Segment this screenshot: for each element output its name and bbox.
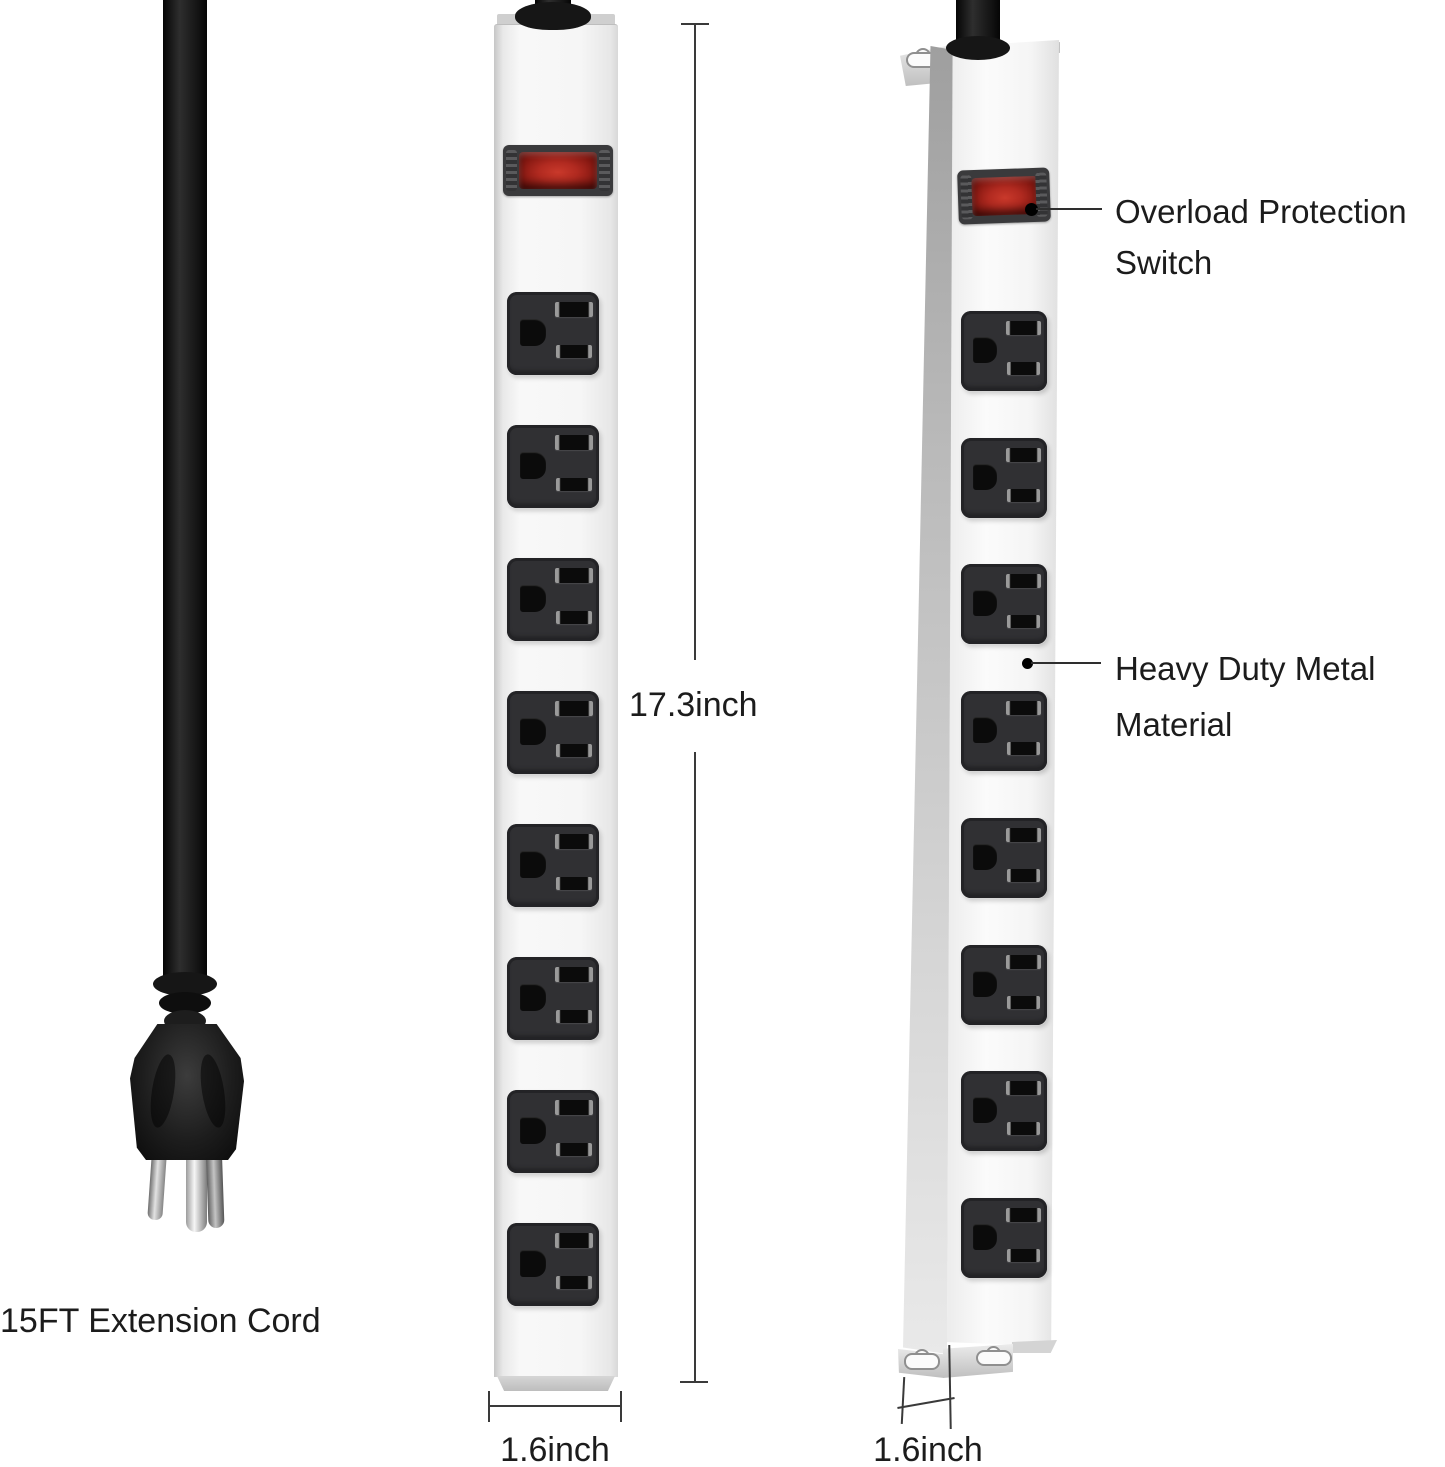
power-switch	[957, 167, 1051, 225]
neutral-slot	[1005, 447, 1041, 462]
dimension-cap-bottom	[680, 1381, 708, 1383]
power-outlet	[961, 438, 1047, 518]
hot-slot	[555, 478, 592, 492]
nema-plug	[130, 1024, 244, 1160]
neutral-slot	[554, 833, 593, 849]
ground-pin-hole	[973, 971, 998, 997]
power-outlet	[507, 824, 599, 907]
power-outlet	[961, 311, 1047, 391]
power-outlet	[507, 425, 599, 508]
ground-pin-hole	[973, 1097, 998, 1123]
hot-slot	[1006, 1122, 1041, 1135]
cord-length-label: 15FT Extension Cord	[0, 1302, 321, 1340]
neutral-slot	[554, 301, 593, 317]
ground-pin-hole	[519, 851, 546, 878]
neutral-slot	[1005, 1080, 1041, 1095]
neutral-slot	[1005, 700, 1041, 715]
strip-bottom-face	[497, 1376, 615, 1391]
width-front-label: 1.6inch	[500, 1431, 610, 1467]
keyhole-slot	[904, 1353, 940, 1370]
power-outlet	[507, 1090, 599, 1173]
callout-line	[1031, 662, 1101, 664]
hot-slot	[555, 345, 592, 359]
ground-pin-hole	[519, 718, 546, 745]
neutral-slot	[1005, 573, 1041, 588]
hot-slot	[1006, 1249, 1041, 1262]
material-callout-text: Heavy Duty Metal Material	[1115, 641, 1375, 753]
power-outlet	[507, 558, 599, 641]
ground-pin-hole	[519, 984, 546, 1011]
dimension-line-lower	[694, 752, 696, 1382]
keyhole-slot	[976, 1350, 1012, 1366]
ground-pin-hole	[519, 452, 546, 479]
neutral-slot	[554, 434, 593, 450]
ground-pin-hole	[973, 1224, 998, 1250]
power-outlet	[961, 564, 1047, 644]
hot-slot	[1006, 615, 1041, 628]
ground-pin-hole	[973, 590, 998, 616]
extension-line-left	[900, 1376, 906, 1425]
ground-pin-hole	[519, 1117, 546, 1144]
power-outlet	[961, 1071, 1047, 1151]
power-switch	[503, 145, 613, 196]
extension-cord	[163, 0, 207, 978]
ground-pin-hole	[973, 464, 998, 490]
hot-slot	[555, 744, 592, 758]
cord-boot	[946, 36, 1010, 60]
hot-slot	[555, 1143, 592, 1157]
callout-dot	[1025, 203, 1038, 216]
overload-callout-text: Overload Protection Switch	[1115, 186, 1407, 288]
switch-rocker-red	[519, 152, 597, 189]
hot-slot	[555, 1276, 592, 1290]
callout-dot	[1022, 658, 1033, 669]
hot-slot	[555, 877, 592, 891]
ground-pin-hole	[519, 319, 546, 346]
cord-boot	[515, 2, 591, 30]
neutral-slot	[554, 1232, 593, 1248]
ground-pin-hole	[519, 585, 546, 612]
cord-strain-relief-rib	[159, 992, 211, 1014]
dimension-cap-top	[681, 23, 709, 25]
hot-slot	[1006, 742, 1041, 755]
dimension-line-upper	[694, 25, 696, 660]
hot-slot	[1006, 362, 1041, 375]
hot-slot	[1006, 869, 1041, 882]
power-outlet	[507, 1223, 599, 1306]
neutral-slot	[1005, 320, 1041, 335]
power-outlet	[507, 957, 599, 1040]
neutral-slot	[554, 567, 593, 583]
dimension-line	[489, 1405, 622, 1407]
power-outlet	[507, 292, 599, 375]
hot-slot	[555, 1010, 592, 1024]
neutral-slot	[1005, 954, 1041, 969]
neutral-slot	[1005, 1207, 1041, 1222]
callout-line	[1036, 208, 1102, 210]
hot-slot	[1006, 996, 1041, 1009]
power-outlet	[961, 1198, 1047, 1278]
power-outlet	[507, 691, 599, 774]
ground-pin-hole	[973, 844, 998, 870]
plug-round-prong	[186, 1140, 207, 1232]
length-label: 17.3inch	[629, 686, 758, 724]
overload-callout-line1: Overload Protection	[1115, 193, 1407, 230]
strip-side-face	[903, 46, 953, 1354]
neutral-slot	[1005, 827, 1041, 842]
neutral-slot	[554, 966, 593, 982]
dimension-tick	[897, 1396, 955, 1410]
power-outlet	[961, 818, 1047, 898]
hot-slot	[555, 611, 592, 625]
width-side-label: 1.6inch	[873, 1431, 983, 1467]
hot-slot	[1006, 489, 1041, 502]
neutral-slot	[554, 700, 593, 716]
material-callout-line2: Material	[1115, 706, 1233, 743]
neutral-slot	[554, 1099, 593, 1115]
ground-pin-hole	[519, 1250, 546, 1277]
ground-pin-hole	[973, 717, 998, 743]
strip-bottom-face	[1012, 1340, 1057, 1353]
power-outlet	[961, 691, 1047, 771]
overload-callout-line2: Switch	[1115, 244, 1213, 281]
material-callout-line1: Heavy Duty Metal	[1115, 650, 1376, 687]
ground-pin-hole	[973, 337, 998, 363]
power-outlet	[961, 945, 1047, 1025]
